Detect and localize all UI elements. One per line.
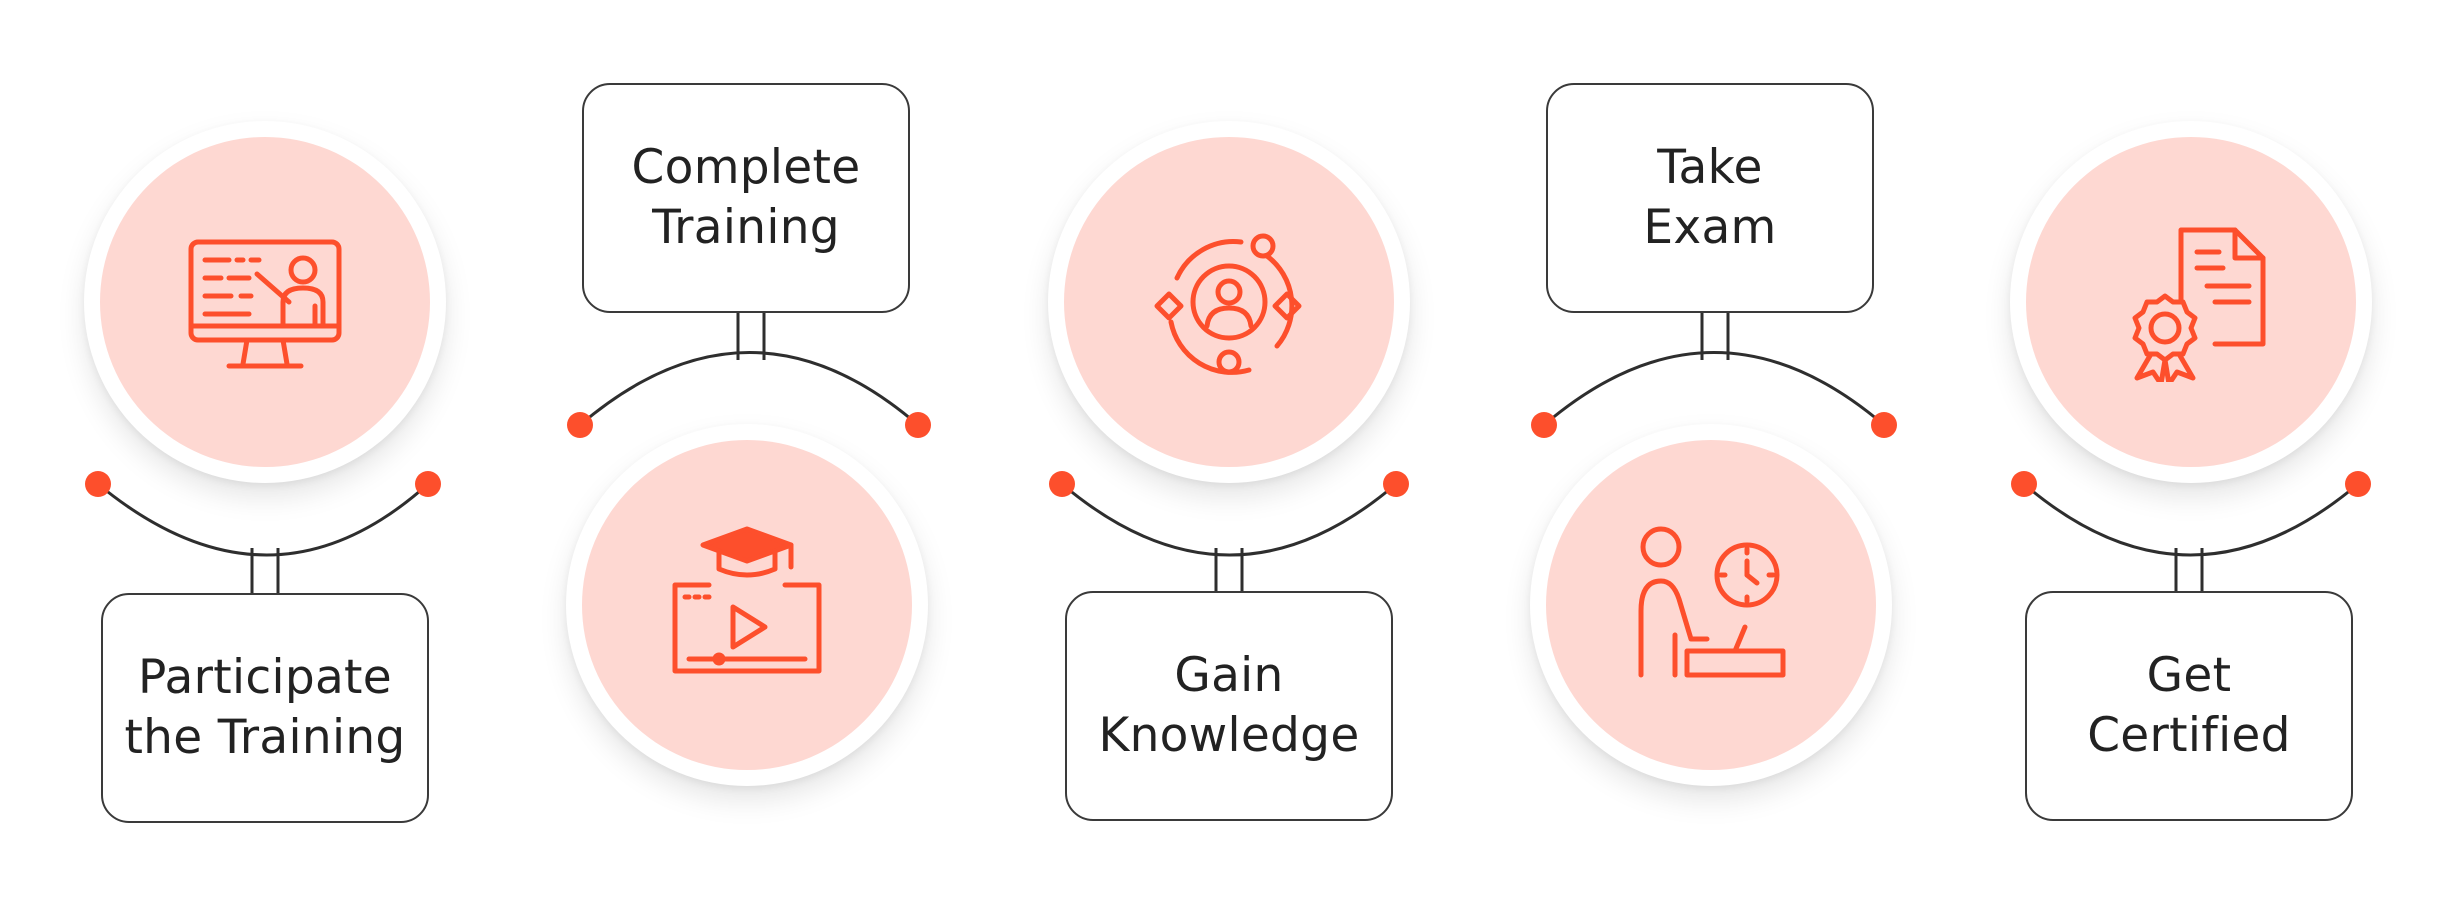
connector-dot-1-right	[415, 471, 441, 497]
step-5-circle	[2010, 121, 2372, 483]
step-1-circle	[84, 121, 446, 483]
connector-arc-4	[1543, 351, 1885, 427]
step-3-label-box: Gain Knowledge	[1065, 591, 1393, 821]
step-2-icon-background	[582, 440, 912, 770]
connector-dot-2-right	[905, 412, 931, 438]
connector-dot-5-left	[2011, 471, 2037, 497]
connector-dot-1-left	[85, 471, 111, 497]
step-4-circle	[1530, 424, 1892, 786]
connector-dot-3-right	[1383, 471, 1409, 497]
connector-arc-5	[2023, 482, 2359, 557]
step-1-label-box: Participate the Training	[101, 593, 429, 823]
step-5-icon-background	[2026, 137, 2356, 467]
timed-exam-icon	[1638, 526, 1786, 678]
step-1-label: Participate the Training	[124, 650, 406, 765]
step-3-icon-background	[1064, 137, 1394, 467]
online-training-monitor-icon	[188, 239, 342, 369]
step-2-label-box: Complete Training	[582, 83, 910, 313]
step-3-label: Gain Knowledge	[1098, 648, 1360, 763]
video-course-graduation-cap-icon	[672, 526, 822, 674]
step-1-icon-background	[100, 137, 430, 467]
connector-dot-4-right	[1871, 412, 1897, 438]
connector-arc-1	[97, 482, 430, 557]
step-5-label-box: Get Certified	[2025, 591, 2353, 821]
step-5-label: Get Certified	[2087, 648, 2291, 763]
certificate-icon	[2132, 227, 2266, 382]
connector-dot-5-right	[2345, 471, 2371, 497]
step-4-icon-background	[1546, 440, 1876, 770]
connector-arc-3	[1061, 482, 1397, 557]
knowledge-orbit-icon	[1154, 233, 1302, 375]
step-4-label: Take Exam	[1643, 140, 1777, 255]
connector-dot-3-left	[1049, 471, 1075, 497]
step-2-label: Complete Training	[631, 140, 861, 255]
connector-dot-4-left	[1531, 412, 1557, 438]
step-2-circle	[566, 424, 928, 786]
connector-arc-2	[579, 351, 919, 427]
step-3-circle	[1048, 121, 1410, 483]
step-4-label-box: Take Exam	[1546, 83, 1874, 313]
connector-dot-2-left	[567, 412, 593, 438]
